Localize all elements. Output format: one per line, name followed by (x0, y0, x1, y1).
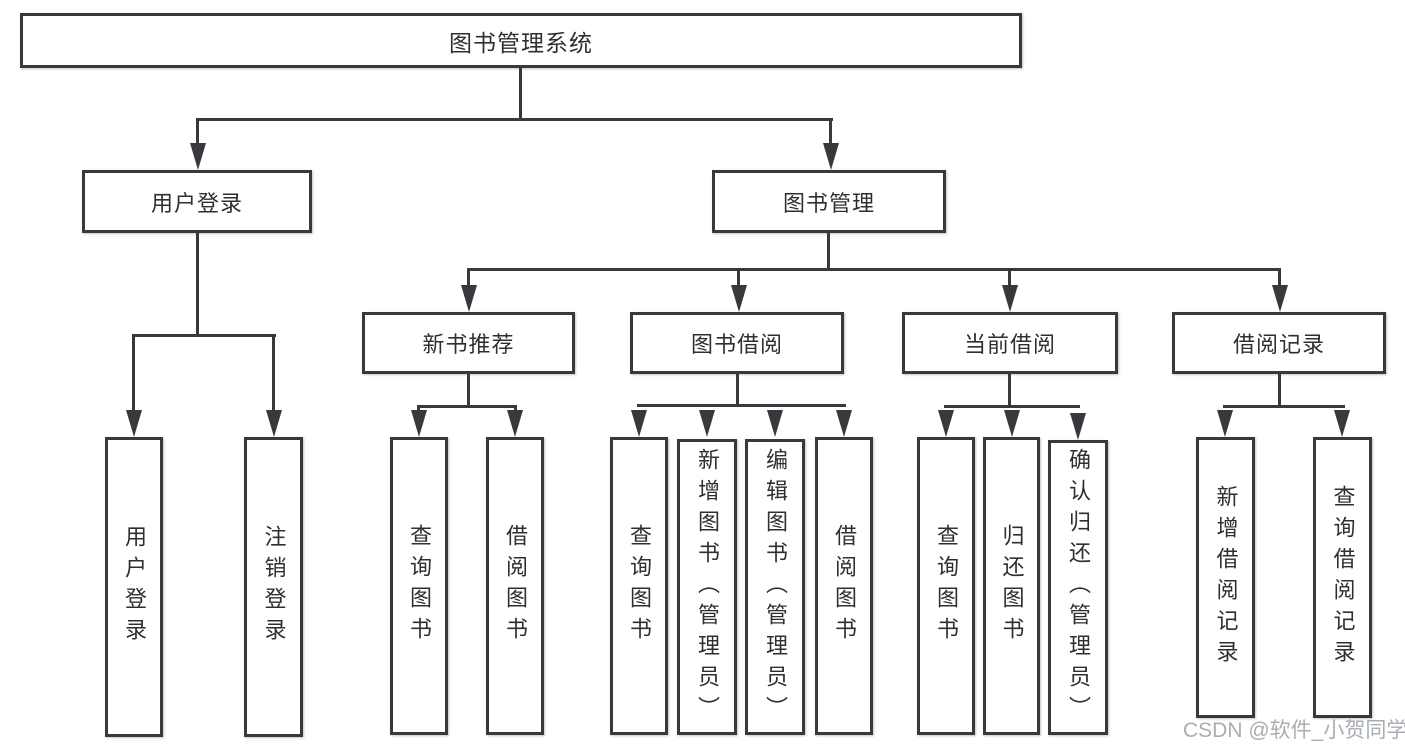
leaf-label: 用户登录 (122, 525, 147, 649)
leaf-label: 归还图书 (999, 524, 1025, 648)
connector-line (132, 334, 276, 337)
arrow-down-icon (126, 410, 142, 437)
node-new-book-recommend: 新书推荐 (362, 312, 575, 374)
arrow-down-icon (1217, 410, 1233, 437)
leaf-label: 查询图书 (934, 524, 959, 648)
node-label: 新书推荐 (422, 332, 515, 357)
arrow-down-icon (767, 410, 783, 437)
connector-line (827, 233, 830, 271)
node-book-borrowing: 图书借阅 (630, 312, 844, 374)
connector-line (196, 118, 833, 121)
connector-line (417, 405, 517, 408)
node-label: 图书管理系统 (449, 29, 593, 56)
arrow-down-icon (699, 410, 715, 437)
connector-line (1008, 374, 1011, 408)
arrow-down-icon (411, 410, 427, 437)
connector-line (467, 268, 1281, 271)
leaf-logout: 注销登录 (244, 437, 303, 737)
connector-line (829, 118, 832, 146)
node-library-system: 图书管理系统 (20, 13, 1022, 68)
arrow-down-icon (1272, 285, 1288, 312)
leaf-add-books-admin: 新增图书（管理员） (677, 439, 737, 735)
connector-line (196, 118, 199, 146)
leaf-query-borrow-record: 查询借阅记录 (1313, 437, 1372, 718)
connector-line (637, 404, 846, 407)
node-label: 借阅记录 (1232, 332, 1325, 357)
arrow-down-icon (461, 285, 477, 312)
watermark: CSDN @软件_小贺同学 (1183, 719, 1405, 742)
leaf-borrow-books-recommend: 借阅图书 (486, 437, 544, 735)
connector-line (519, 68, 522, 120)
arrow-down-icon (1070, 413, 1086, 440)
leaf-query-books-current: 查询图书 (917, 437, 975, 735)
node-current-borrowing: 当前借阅 (902, 312, 1118, 374)
node-label: 图书管理 (782, 190, 875, 216)
arrow-down-icon (836, 410, 852, 437)
leaf-label: 查询借阅记录 (1330, 484, 1356, 671)
arrow-down-icon (266, 410, 282, 437)
leaf-return-books: 归还图书 (983, 437, 1040, 735)
connector-line (737, 268, 740, 290)
connector-line (944, 405, 1080, 408)
connector-line (736, 374, 739, 407)
arrow-down-icon (1004, 410, 1020, 437)
leaf-label: 查询图书 (407, 524, 432, 648)
leaf-query-books-borrowing: 查询图书 (610, 437, 668, 735)
leaf-borrow-books: 借阅图书 (815, 437, 873, 735)
arrow-down-icon (507, 410, 523, 437)
connector-line (417, 405, 420, 413)
leaf-label: 借阅图书 (503, 524, 528, 648)
leaf-label: 注销登录 (261, 525, 287, 649)
leaf-add-borrow-record: 新增借阅记录 (1196, 437, 1255, 718)
node-borrowing-records: 借阅记录 (1172, 312, 1386, 374)
connector-line (132, 334, 135, 414)
node-book-management: 图书管理 (712, 170, 946, 233)
connector-line (1278, 374, 1281, 408)
leaf-user-login: 用户登录 (105, 437, 163, 737)
leaf-label: 查询图书 (627, 524, 652, 648)
arrow-down-icon (1002, 285, 1018, 312)
connector-line (1008, 268, 1011, 290)
connector-line (1278, 268, 1281, 290)
node-label: 用户登录 (150, 190, 243, 216)
node-label: 当前借阅 (963, 332, 1056, 357)
connector-line (196, 233, 199, 337)
leaf-edit-books-admin: 编辑图书（管理员） (745, 439, 805, 735)
leaf-label: 编辑图书（管理员） (763, 447, 788, 727)
arrow-down-icon (823, 143, 839, 170)
leaf-query-books-recommend: 查询图书 (390, 437, 448, 735)
leaf-label: 借阅图书 (832, 524, 857, 648)
leaf-label: 确认归还（管理员） (1066, 448, 1091, 727)
arrow-down-icon (631, 410, 647, 437)
connector-line (467, 374, 470, 408)
leaf-label: 新增图书（管理员） (695, 447, 720, 727)
leaf-confirm-return-admin: 确认归还（管理员） (1048, 440, 1108, 735)
connector-line (272, 334, 275, 414)
node-label: 图书借阅 (690, 332, 783, 357)
arrow-down-icon (190, 143, 206, 170)
connector-line (514, 405, 517, 413)
leaf-label: 新增借阅记录 (1213, 484, 1239, 671)
node-user-login: 用户登录 (82, 170, 312, 233)
arrow-down-icon (731, 285, 747, 312)
connector-line (467, 268, 470, 290)
arrow-down-icon (1334, 410, 1350, 437)
connector-line (1223, 405, 1345, 408)
arrow-down-icon (938, 410, 954, 437)
